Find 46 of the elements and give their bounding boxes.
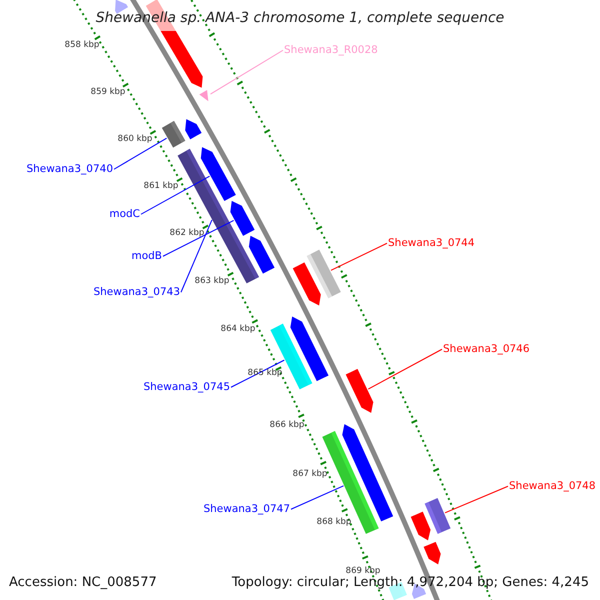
leader-line [162,220,234,257]
leader-line [140,176,210,215]
leader-line [230,360,285,388]
gene-feature [346,368,374,413]
gene-feature [200,147,236,202]
position-label: 858 kbp [64,40,100,50]
genome-summary: Topology: circular; Length: 4,972,204 bp; Genes: 4,245 [232,576,589,589]
gene-feature [410,512,431,540]
gene-label: Shewana3_R0028 [284,45,378,56]
leader-line [114,138,168,170]
position-label: 859 kbp [90,88,126,96]
gene-feature [199,90,208,102]
position-label: 864 kbp [220,324,256,334]
accession-label: Accession: NC_008577 [9,576,157,589]
gene-feature [290,316,328,382]
gene-feature [248,236,274,274]
leader-line [368,348,442,390]
leader-line [290,485,344,510]
gene-label: modB [131,251,162,262]
leader-line [330,242,388,271]
gene-label: modC [109,209,140,220]
gene-label: Shewana3_0746 [443,344,530,354]
gene-label: Shewana3_0740 [26,164,113,174]
position-label: 866 kbp [270,420,304,430]
leader-line [210,50,284,95]
gene-feature [230,200,255,236]
gene-feature [424,498,451,534]
gene-feature [424,542,441,564]
gene-feature [162,120,186,148]
gene-feature [185,119,202,140]
position-label: 862 kbp [170,228,204,238]
position-label: 868 kbp [316,518,352,526]
gene-feature [306,250,341,298]
position-label: 861 kbp [144,182,178,190]
gene-label: Shewana3_0744 [388,238,475,248]
position-label: 869 kbp [346,566,380,576]
gene-label: Shewana3_0745 [143,382,230,392]
position-label: 867 kbp [292,470,328,478]
diagram-title: Shewanella sp. ANA-3 chromosome 1, complete sequence [94,11,506,25]
gene-label: Shewana3_0747 [203,504,290,514]
gene-label: Shewana3_0743 [93,287,180,298]
position-label: 860 kbp [118,134,152,144]
gene-label: Shewana3_0748 [509,481,596,492]
leader-line [444,486,508,514]
position-label: 863 kbp [194,276,230,286]
leader-line [180,219,212,293]
